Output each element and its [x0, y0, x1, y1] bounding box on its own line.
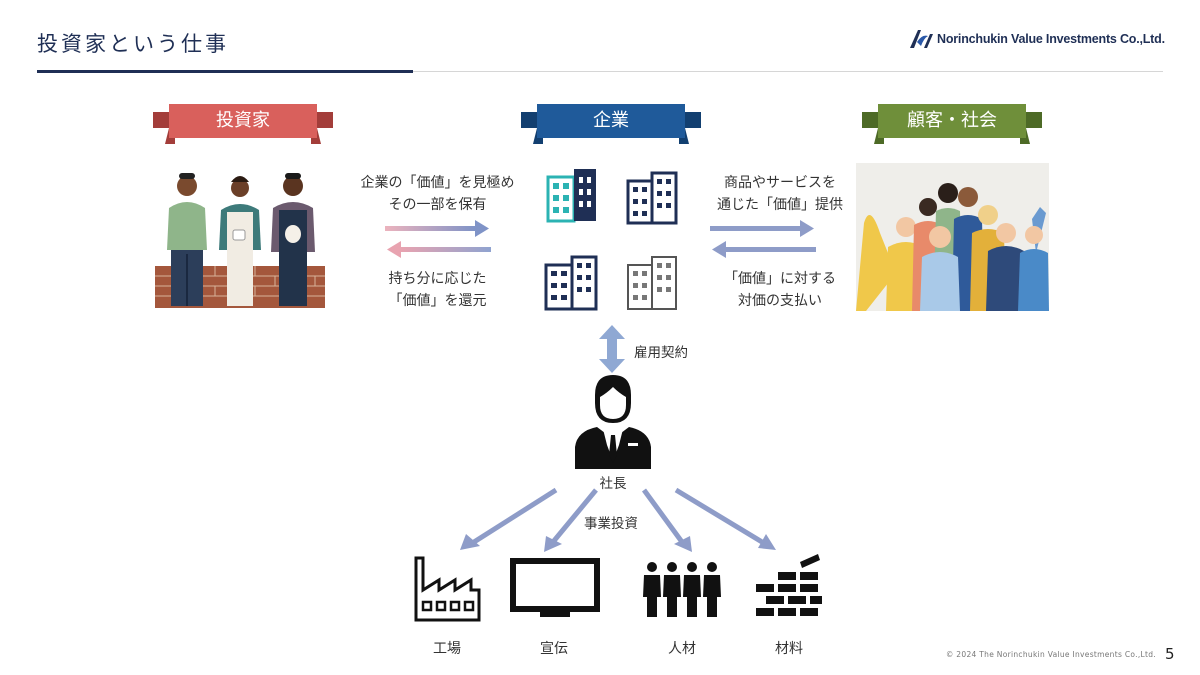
- resource-label-people: 人材: [668, 641, 696, 657]
- flow-line: その一部を保有: [388, 197, 487, 213]
- resource-label-advertising: 宣伝: [540, 641, 568, 657]
- customers-illustration: [856, 163, 1049, 311]
- flow-line: 持ち分に応じた: [388, 271, 487, 287]
- page-number: 5: [1165, 645, 1175, 663]
- logo-text: Norinchukin Value Investments Co.,Ltd.: [937, 32, 1165, 46]
- resource-label-factory: 工場: [433, 641, 461, 657]
- people-icon: [641, 561, 723, 619]
- ceo-label: 社長: [599, 476, 627, 492]
- flow-text-provision: 商品やサービスを 通じた「価値」提供: [695, 172, 865, 216]
- company-banner-label: 企業: [593, 110, 629, 131]
- company-logo: Norinchukin Value Investments Co.,Ltd.: [908, 28, 1165, 50]
- flow-line: 「価値」に対する: [724, 271, 836, 287]
- investor-banner: 投資家: [153, 104, 333, 144]
- flow-line: 「価値」を還元: [388, 293, 487, 309]
- factory-icon: [413, 556, 481, 622]
- contract-double-arrow: [597, 325, 627, 373]
- flow-line: 対価の支払い: [738, 293, 822, 309]
- customer-banner: 顧客・社会: [862, 104, 1042, 144]
- building-icon: [627, 256, 677, 310]
- building-icon: [544, 255, 598, 311]
- flow-text-payment: 「価値」に対する 対価の支払い: [695, 268, 865, 312]
- logo-mark-icon: [910, 30, 933, 48]
- flow-text-valuation: 企業の「価値」を見極め その一部を保有: [340, 172, 535, 216]
- flow-line: 商品やサービスを: [724, 175, 836, 191]
- page-title: 投資家という仕事: [37, 32, 229, 56]
- flow-line: 企業の「価値」を見極め: [360, 175, 515, 191]
- company-buildings: [540, 165, 690, 315]
- bricks-icon: [756, 552, 824, 622]
- monitor-icon: [510, 558, 600, 620]
- copyright: © 2024 The Norinchukin Value Investments…: [945, 650, 1156, 659]
- investment-label: 事業投資: [584, 516, 638, 532]
- ceo-icon: [573, 373, 653, 469]
- contract-label: 雇用契約: [634, 345, 688, 361]
- building-icon: [546, 169, 596, 223]
- flow-text-return: 持ち分に応じた 「価値」を還元: [340, 268, 535, 312]
- building-icon: [626, 171, 678, 225]
- investor-banner-label: 投資家: [216, 110, 270, 131]
- title-underline: [37, 70, 413, 73]
- resource-label-materials: 材料: [775, 641, 803, 657]
- flow-line: 通じた「価値」提供: [717, 197, 843, 213]
- company-customer-arrows: [708, 219, 818, 259]
- investment-arrows: [450, 486, 790, 556]
- company-banner: 企業: [521, 104, 701, 144]
- investor-company-arrows: [383, 219, 493, 259]
- header-divider: [413, 71, 1163, 72]
- customer-banner-label: 顧客・社会: [907, 110, 997, 131]
- investors-illustration: [155, 170, 325, 308]
